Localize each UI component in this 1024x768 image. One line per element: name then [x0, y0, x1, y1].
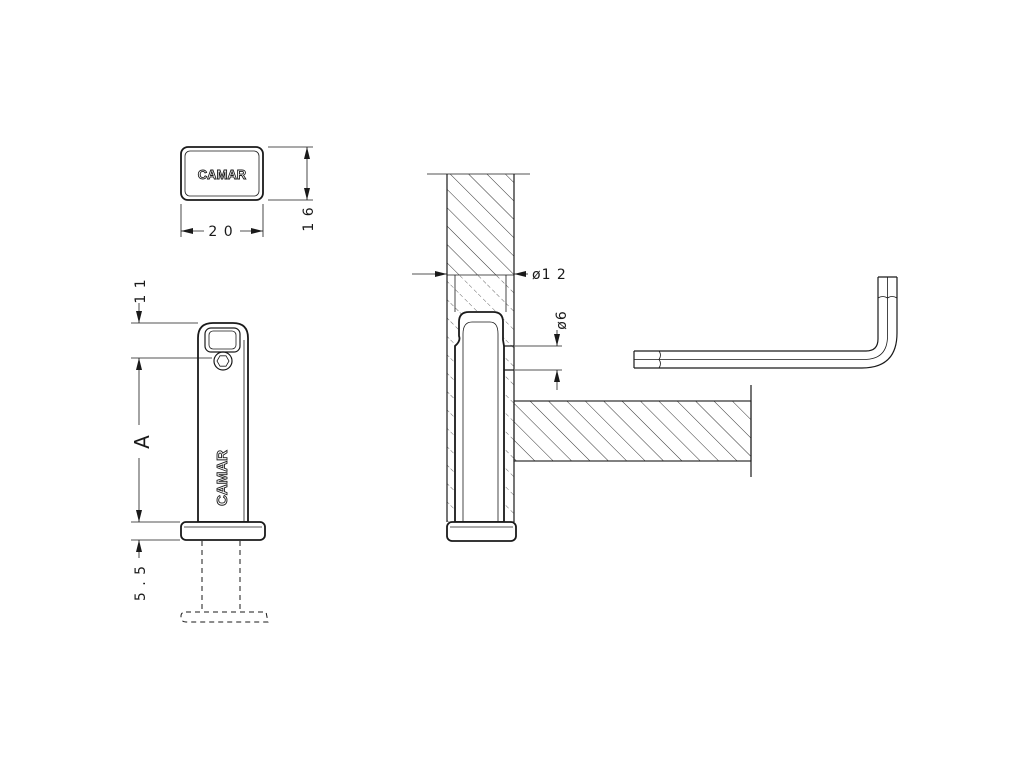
hex-key-tip-mark-horizontal: [658, 350, 661, 369]
hex-screw-circle: [213, 351, 233, 371]
section-view: ø1 2 ø6: [412, 173, 752, 542]
flange-dim-label: 5 . 5: [133, 565, 149, 601]
width-dim-label: 2 0: [208, 224, 233, 240]
section-pin-body: [454, 311, 505, 523]
pin-socket-inner: [208, 330, 237, 350]
hex-key-icon: [633, 276, 898, 369]
pin-side-view: CAMAR 1 1 A 5 . 5: [130, 278, 269, 623]
wall-hatched-section: [447, 174, 514, 275]
pin-brand-label: CAMAR: [214, 450, 231, 506]
hex-key-tip-mark-vertical: [877, 296, 898, 299]
height-dim-label: 1 6: [301, 206, 317, 231]
pin-flange: [180, 521, 266, 541]
section-pin-hole: [504, 345, 514, 371]
cap-outline: [180, 146, 264, 201]
top-dim-label: 1 1: [133, 278, 149, 303]
pin-body: [197, 322, 249, 523]
bore-dim-label: ø1 2: [532, 267, 567, 283]
section-pin-flange: [446, 521, 517, 542]
shelf-hatched-section: [513, 400, 752, 462]
cap-brand-label: CAMAR: [198, 167, 247, 182]
pin-hidden-flange: [180, 611, 269, 623]
hole-dim-label: ø6: [554, 310, 570, 329]
hex-key-middle-line: [634, 277, 888, 360]
length-dim-label: A: [130, 435, 154, 449]
cap-inner-outline: [184, 150, 260, 197]
hex-key-top-edge: [634, 277, 879, 352]
hex-key-bottom-edge: [634, 277, 898, 369]
hex-socket-icon: [216, 355, 230, 367]
cap-view: CAMAR 2 0 1 6: [180, 146, 317, 240]
section-pin-top-detail: [462, 321, 499, 335]
